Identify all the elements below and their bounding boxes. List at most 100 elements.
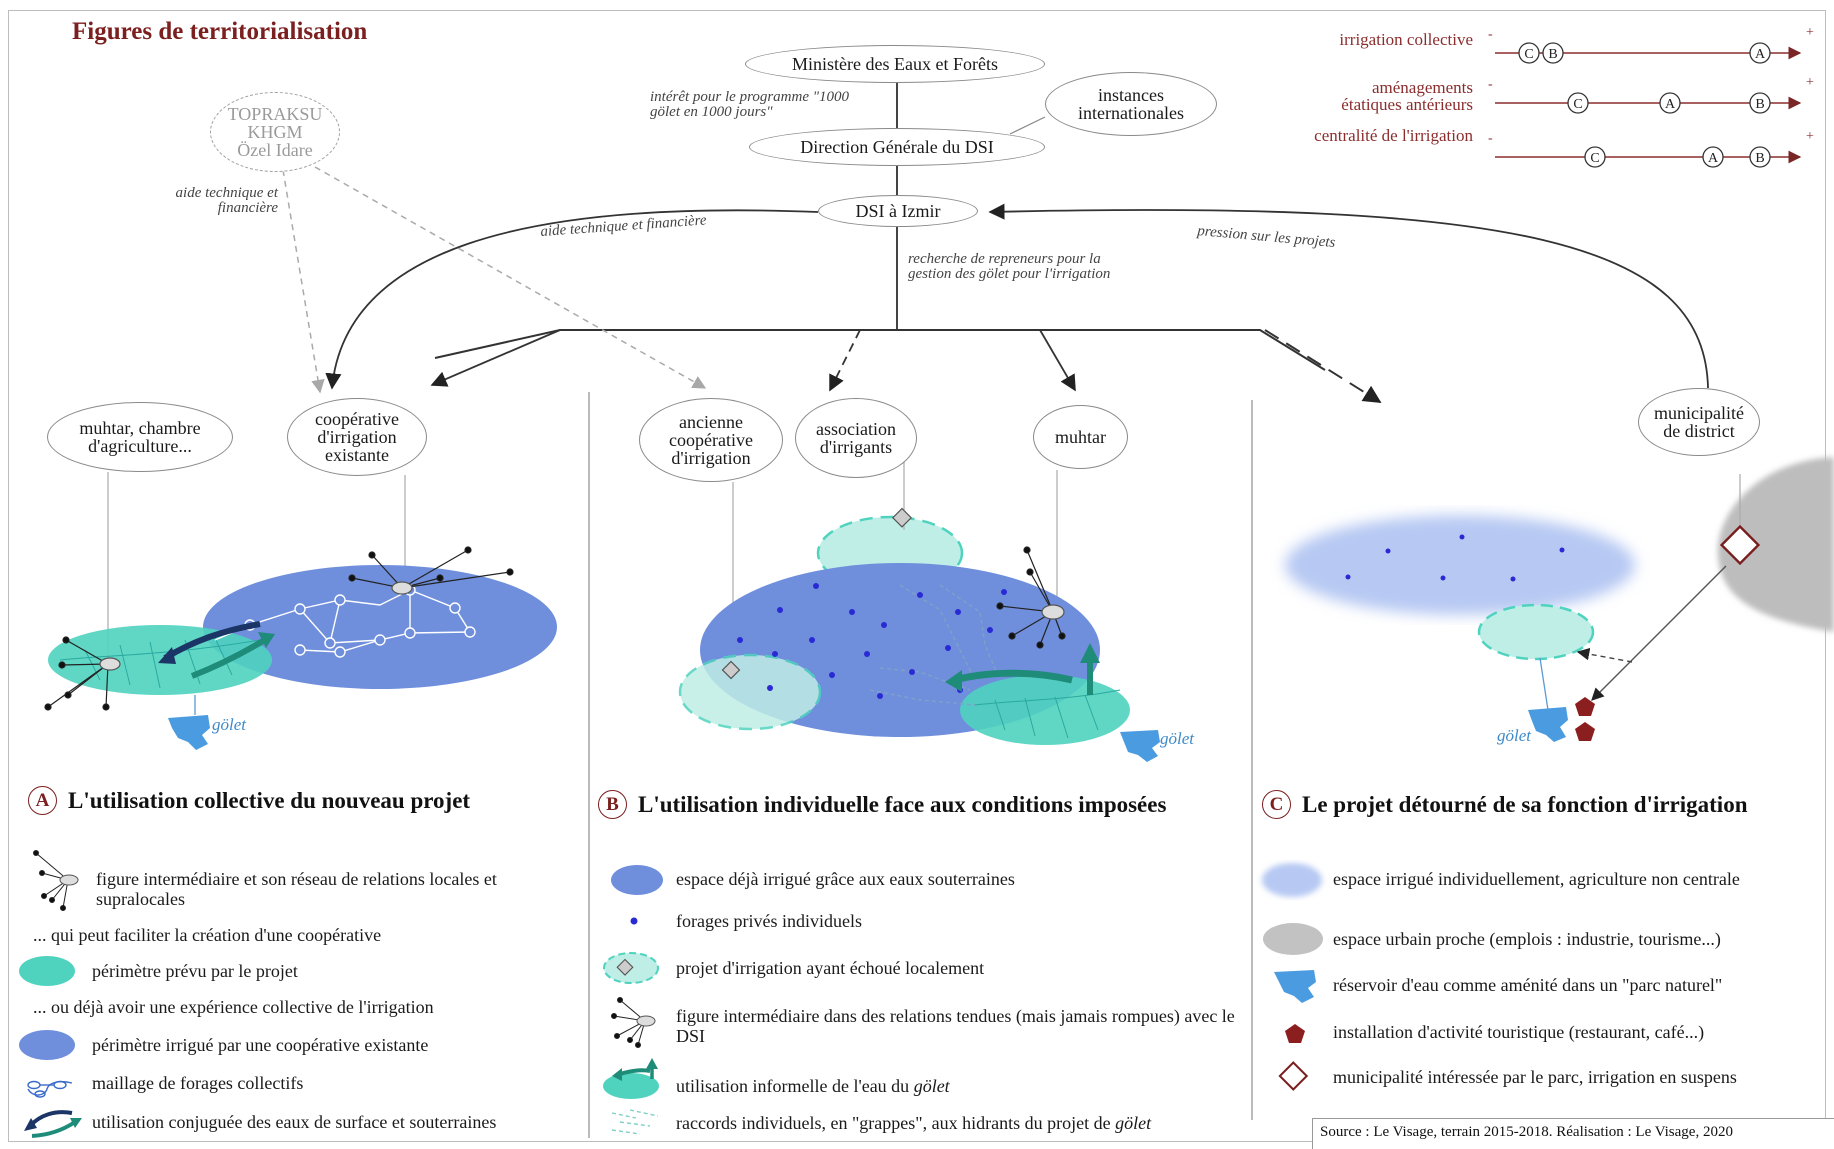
node-ministere: Ministère des Eaux et Forêts xyxy=(745,45,1045,83)
section-c-badge: C xyxy=(1262,790,1291,819)
golet-label-a: gölet xyxy=(212,715,246,734)
legend-c-urban-space: espace urbain proche (emplois : industri… xyxy=(1333,929,1721,949)
legend-symbol-private-borehole xyxy=(630,917,638,925)
informal-arrow-up-head xyxy=(1080,643,1100,663)
branch-bar xyxy=(434,329,1326,371)
boreholes-c xyxy=(1345,534,1565,582)
legend-b-boreholes: forages privés individuels xyxy=(676,911,862,931)
borehole-nodes-a xyxy=(244,584,476,658)
scale-label-amenagements: aménagements étatiques antérieurs xyxy=(1341,78,1473,114)
informal-arrow-left-head xyxy=(945,670,962,692)
failed-marker-left xyxy=(721,660,741,680)
figure-node-muhtar xyxy=(1041,604,1065,620)
legend-a-experience: ... ou déjà avoir une expérience collect… xyxy=(33,997,434,1017)
legend-b-informal-text: utilisation informelle de l'eau du xyxy=(676,1076,914,1096)
node-dsi-izmir: DSI à Izmir xyxy=(818,195,978,227)
svg-text:C: C xyxy=(1524,47,1533,62)
arrow-to-association xyxy=(829,329,861,392)
informal-arrow-left xyxy=(954,669,1073,684)
legend-a-cooperative-perimeter: périmètre irrigué par une coopérative ex… xyxy=(92,1035,429,1055)
node-cooperative-existante: coopérative d'irrigation existante xyxy=(287,398,427,476)
scale-minus-1: - xyxy=(1488,27,1493,42)
scale-irrigation-collective: C B A xyxy=(1495,42,1802,64)
legend-c-individual-space: espace irrigué individuellement, agricul… xyxy=(1333,869,1740,889)
legend-b-failed: projet d'irrigation ayant échoué localem… xyxy=(676,958,985,978)
legend-a-project-perimeter: périmètre prévu par le projet xyxy=(92,961,298,981)
node-instances: instances internationales xyxy=(1045,72,1217,136)
diagram-title: Figures de territorialisation xyxy=(72,18,368,45)
legend-c-municipality: municipalité intéressée par le parc, irr… xyxy=(1333,1067,1737,1087)
section-a-heading: A L'utilisation collective du nouveau pr… xyxy=(28,786,470,815)
golet-reservoir-b xyxy=(1120,730,1160,762)
node-muhtar-chambre: muhtar, chambre d'agriculture... xyxy=(47,402,233,472)
failed-marker-top xyxy=(891,507,913,530)
legend-a-mesh: maillage de forages collectifs xyxy=(92,1073,304,1093)
svg-text:B: B xyxy=(1548,47,1557,62)
scale-minus-2: - xyxy=(1488,77,1493,92)
legend-symbol-reservoir xyxy=(1274,970,1316,1003)
arrow-topraksu-cooperative xyxy=(282,169,325,394)
node-association: association d'irrigants xyxy=(795,398,917,478)
arrow-urban-project xyxy=(1576,647,1633,663)
legend-a-facilitate: ... qui peut faciliter la création d'une… xyxy=(33,925,382,945)
municipality-diamond xyxy=(1719,524,1761,566)
legend-symbol-groundwater xyxy=(611,865,663,895)
tourism-marker-1 xyxy=(1575,697,1595,716)
svg-text:A: A xyxy=(1665,97,1676,112)
project-perimeter-c xyxy=(1477,603,1595,661)
svg-text:A: A xyxy=(1708,151,1719,166)
legend-symbol-figure xyxy=(33,850,79,911)
svg-text:A: A xyxy=(1755,47,1766,62)
scale-minus-3: - xyxy=(1488,131,1493,146)
svg-text:C: C xyxy=(1573,97,1582,112)
legend-symbol-urban-space xyxy=(1263,923,1323,955)
individual-irrigated-space-c xyxy=(1285,515,1635,615)
arrow-municipality-tourism xyxy=(1591,565,1727,701)
urban-space-c xyxy=(1717,457,1834,632)
section-b-badge: B xyxy=(598,790,627,819)
legend-b-raccords-text: raccords individuels, en "grappes", aux … xyxy=(676,1113,1116,1133)
node-municipalite: municipalité de district xyxy=(1638,388,1760,456)
arrow-to-cooperative xyxy=(430,329,561,387)
legend-symbol-municipality xyxy=(1278,1061,1309,1091)
legend-symbol-individual-space xyxy=(1262,863,1322,897)
project-perimeter-b xyxy=(960,675,1130,745)
conjoint-arrow-teal xyxy=(190,635,270,679)
figure-node-muhtar-chambre xyxy=(99,657,121,671)
scale-plus-3: + xyxy=(1806,129,1814,144)
legend-symbol-project-perimeter xyxy=(19,956,75,986)
golet-reservoir-a xyxy=(168,715,210,750)
legend-b-raccords-golet: gölet xyxy=(1115,1113,1152,1133)
legend-b-informal: utilisation informelle de l'eau du gölet xyxy=(676,1076,1236,1096)
scale-centralite: C A B xyxy=(1495,146,1802,168)
edge-label-interet: intérêt pour le programme "1000 gölet en… xyxy=(650,89,850,120)
legend-symbol-tourism xyxy=(1285,1024,1305,1043)
svg-text:B: B xyxy=(1755,151,1764,166)
legend-c-reservoir: réservoir d'eau comme aménité dans un "p… xyxy=(1333,975,1723,995)
scale-plus-2: + xyxy=(1806,75,1814,90)
legend-symbol-cooperative-perimeter xyxy=(19,1030,75,1060)
section-b-heading: B L'utilisation individuelle face aux co… xyxy=(598,790,1166,819)
legend-symbol-figure-b xyxy=(611,997,656,1048)
legend-symbol-conjoint xyxy=(24,1110,82,1138)
section-a-badge: A xyxy=(28,786,57,815)
legend-symbol-informal xyxy=(603,1058,659,1099)
arrow-topraksu-ancienne xyxy=(314,166,707,389)
legend-symbol-mesh xyxy=(27,1080,73,1098)
legend-a-conjoint: utilisation conjuguée des eaux de surfac… xyxy=(92,1112,497,1132)
edge-label-aide-topraksu: aide technique et financière xyxy=(175,185,278,216)
figure-node-cooperative xyxy=(391,581,413,595)
network-muhtar-chambre xyxy=(44,636,110,711)
conjoint-arrow-navy-head xyxy=(158,647,176,664)
arrow-to-c xyxy=(1264,329,1382,403)
project-perimeter-a xyxy=(48,625,272,695)
arrow-to-muhtar xyxy=(1039,329,1076,392)
svg-text:C: C xyxy=(1590,151,1599,166)
legend-c-tourism: installation d'activité touristique (res… xyxy=(1333,1022,1705,1042)
section-b-title: L'utilisation individuelle face aux cond… xyxy=(638,791,1167,817)
topraksu-line-3: Özel Idare xyxy=(237,140,313,160)
failed-project-left xyxy=(678,653,822,731)
legend-a-figure: figure intermédiaire et son réseau de re… xyxy=(96,869,497,909)
legend-b-raccords: raccords individuels, en "grappes", aux … xyxy=(676,1113,1246,1133)
